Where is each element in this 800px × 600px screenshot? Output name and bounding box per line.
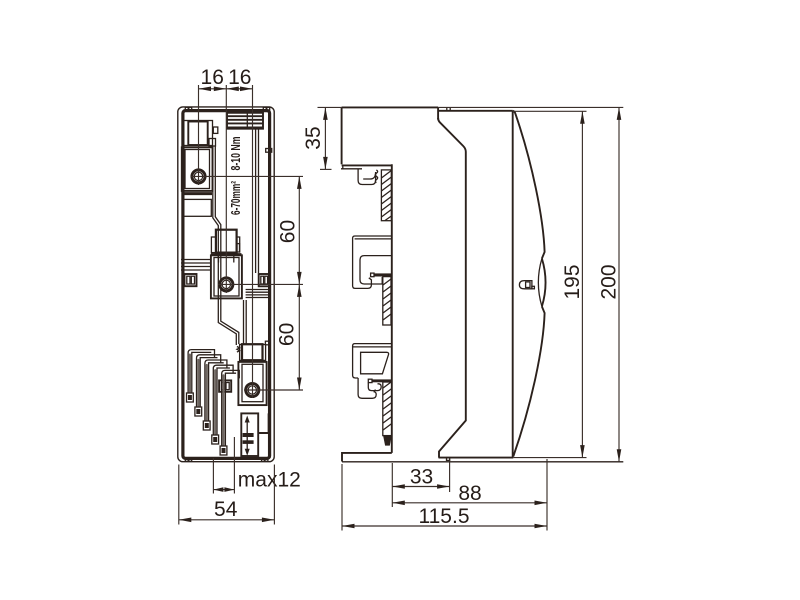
svg-text:60: 60 — [277, 220, 300, 243]
svg-text:88: 88 — [458, 482, 481, 505]
svg-text:33: 33 — [410, 466, 433, 489]
svg-text:max12: max12 — [238, 469, 301, 492]
svg-text:195: 195 — [561, 264, 584, 299]
svg-text:200: 200 — [598, 264, 621, 299]
svg-text:115.5: 115.5 — [419, 505, 470, 528]
svg-text:35: 35 — [302, 126, 325, 149]
svg-text:8-10 Nm: 8-10 Nm — [229, 137, 243, 171]
svg-text:16: 16 — [228, 66, 251, 89]
svg-text:54: 54 — [214, 498, 238, 521]
svg-text:6-70mm²: 6-70mm² — [229, 181, 243, 215]
svg-text:16: 16 — [201, 66, 224, 89]
svg-text:60: 60 — [276, 323, 299, 346]
